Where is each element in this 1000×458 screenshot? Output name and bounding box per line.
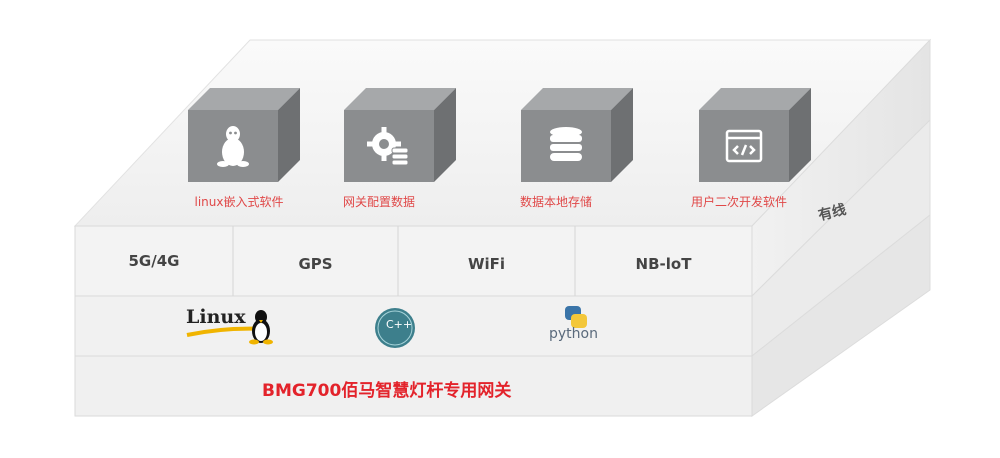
database-icon [550,127,582,161]
c-cpp-logo-icon [375,308,415,348]
python-logo-text: python [549,326,598,342]
cube-2 [344,88,456,182]
python-logo-icon [565,306,587,328]
connectivity-gps: GPS [298,255,333,273]
linux-logo-icon [186,310,273,345]
base-row-face [74,355,753,417]
cube-side-face [278,88,300,182]
gateway-title: BMG700佰马智慧灯杆专用网关 [262,381,512,401]
code-window-icon [725,129,763,163]
cube-side-face [789,88,811,182]
connectivity-row-face [74,225,753,297]
linux-logo-text: Linux [186,306,246,328]
cube-top-face [344,88,456,110]
cube-top-face [521,88,633,110]
cube-label-storage: 数据本地存储 [519,195,592,209]
cube-3 [521,88,633,182]
settings-database-icon [367,127,409,166]
cube-label-config: 网关配置数据 [342,195,415,209]
cube-4 [699,88,811,182]
cube-side-face [434,88,456,182]
linux-penguin-icon [217,126,249,167]
cube-1 [188,88,300,182]
cpp-logo-text: C++ [386,318,413,331]
connectivity-nbiot: NB-loT [635,255,692,273]
cube-front-face [699,110,789,182]
cube-side-face [611,88,633,182]
connectivity-wifi: WiFi [467,255,506,273]
cube-top-face [699,88,811,110]
cube-label-linux: linux嵌入式软件 [194,195,284,209]
cube-top-face [188,88,300,110]
connectivity-5g4g: 5G/4G [128,252,180,270]
cube-label-dev: 用户二次开发软件 [690,195,787,209]
